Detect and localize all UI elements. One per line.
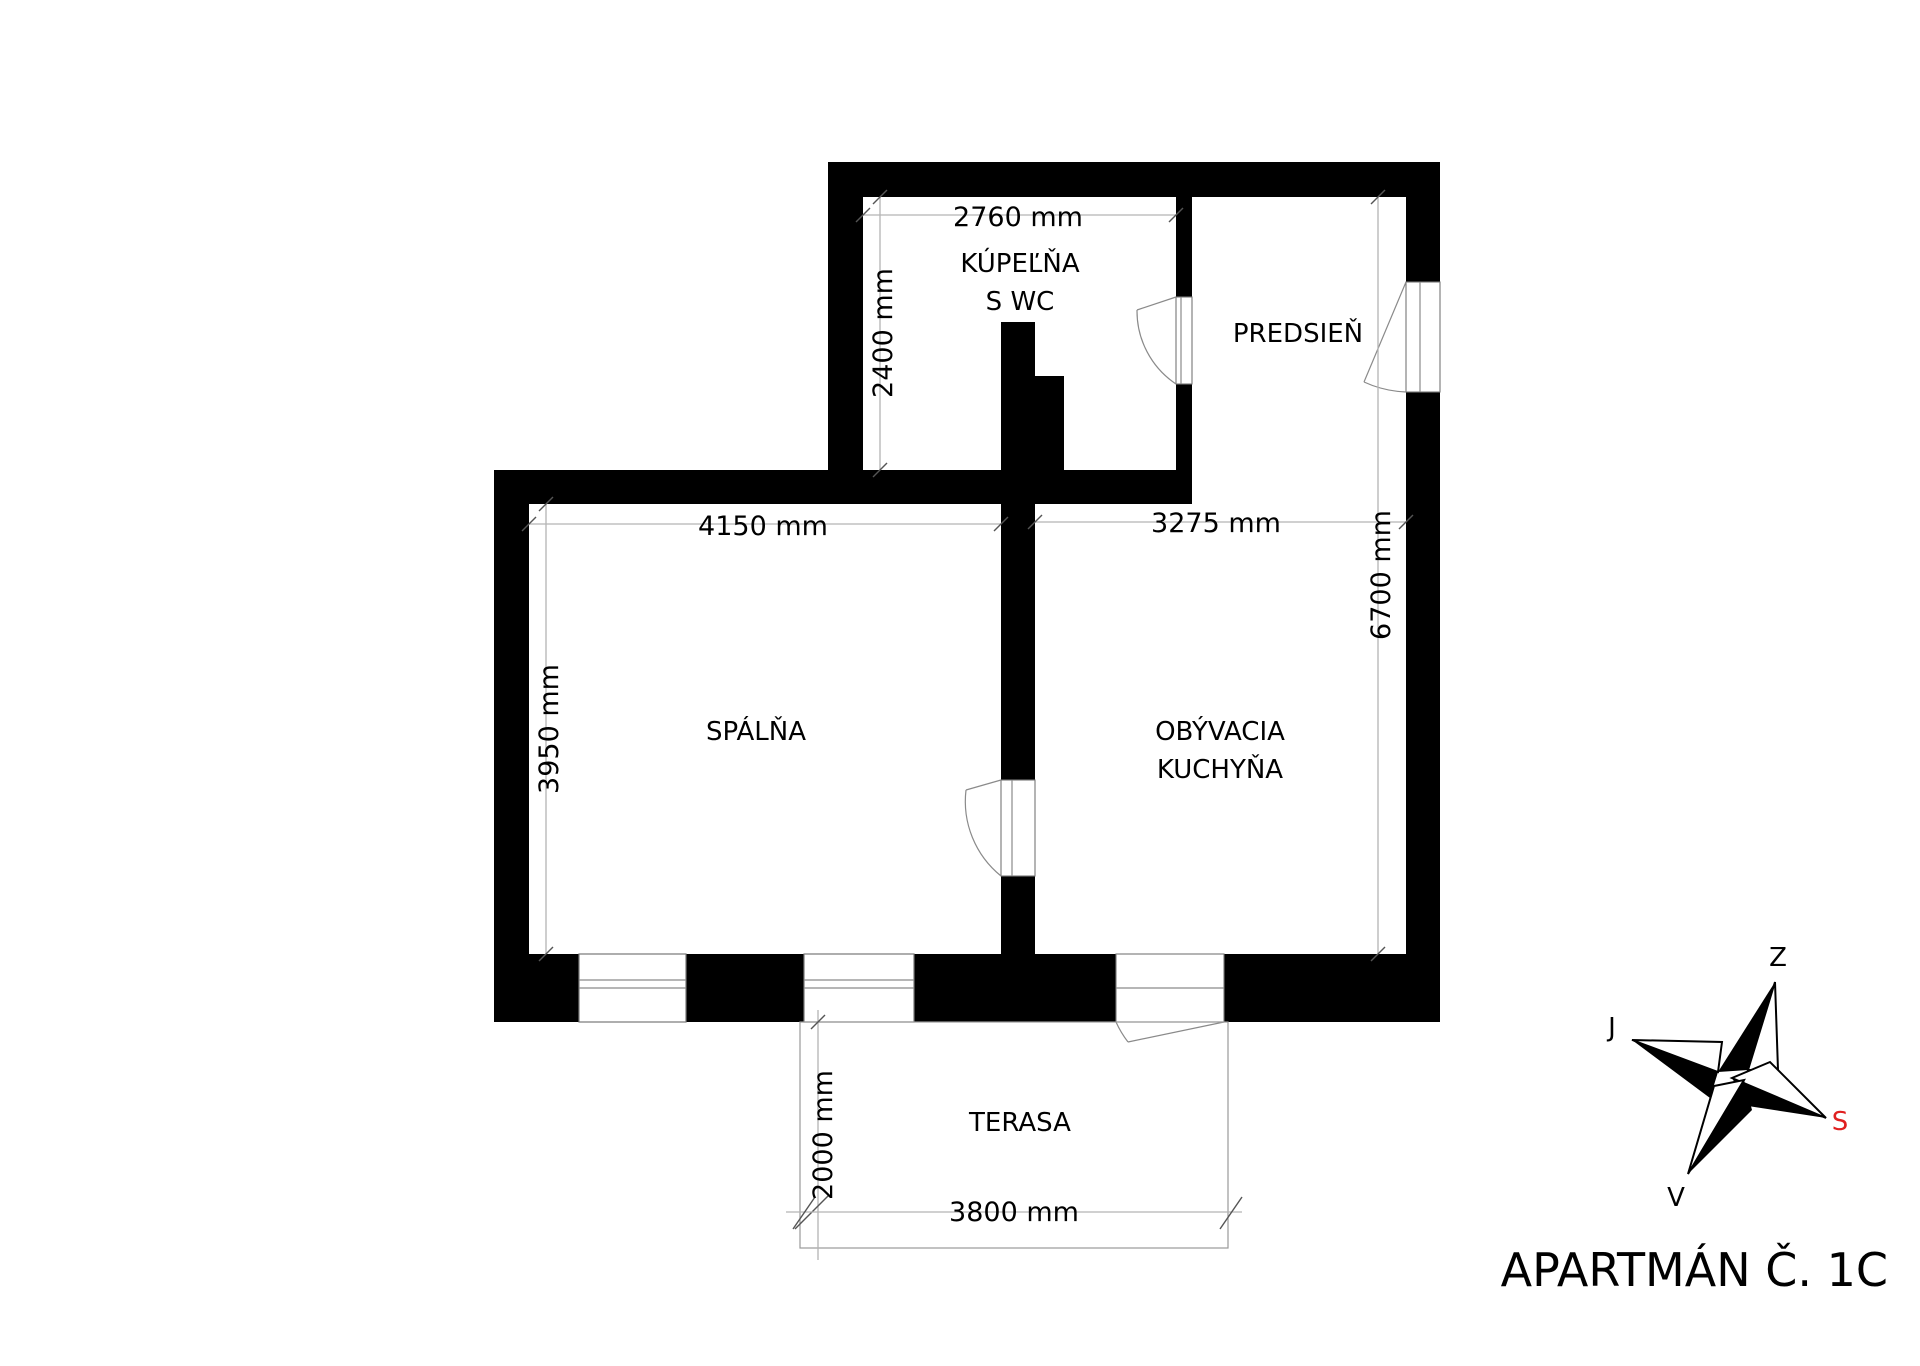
compass-rose — [1631, 981, 1827, 1175]
terrace-outline — [799, 1021, 1229, 1249]
doors — [964, 281, 1441, 1043]
wall-upper-top — [828, 162, 1440, 197]
dim-bathroom-width: 2760 mm — [953, 202, 1083, 233]
door-bathroom — [1136, 296, 1193, 385]
dim-living-height: 6700 mm — [1366, 510, 1397, 640]
room-label-bathroom-line1: KÚPEĽŇA — [960, 247, 1079, 279]
dim-bathroom-height: 2400 mm — [868, 268, 899, 398]
compass-label-z: Z — [1769, 943, 1787, 973]
wall-bedroom-living-bottom — [1001, 876, 1035, 956]
room-label-living-line1: OBÝVACIA — [1155, 715, 1285, 747]
compass-label-s: S — [1832, 1107, 1849, 1137]
wall-bath-hall-top — [1176, 197, 1192, 297]
dim-living-width: 3275 mm — [1151, 508, 1281, 539]
door-entrance — [1363, 281, 1441, 393]
dim-bedroom-height: 3950 mm — [534, 664, 565, 794]
room-label-bedroom: SPÁLŇA — [706, 715, 806, 747]
wall-upper-left — [828, 162, 863, 502]
dim-bedroom-width: 4150 mm — [698, 511, 828, 542]
compass-label-j: J — [1606, 1013, 1616, 1043]
dimension-lines — [521, 189, 1414, 1260]
wall-bottom-1 — [494, 954, 579, 1022]
compass-label-v: V — [1667, 1183, 1685, 1213]
wall-right-bottom — [1406, 392, 1440, 1022]
wall-middle-horizontal — [494, 470, 1192, 504]
wall-bath-hall-bottom — [1176, 384, 1192, 474]
wall-bottom-3 — [914, 954, 1116, 1022]
room-label-terrace: TERASA — [968, 1108, 1071, 1138]
wall-right-top — [1406, 162, 1440, 282]
walls — [494, 162, 1440, 1022]
dim-terrace-depth: 2000 mm — [808, 1070, 839, 1200]
window-bedroom — [578, 953, 687, 1023]
room-label-living-line2: KUCHYŇA — [1157, 753, 1283, 785]
room-label-hall: PREDSIEŇ — [1233, 317, 1363, 349]
wall-bottom-4 — [1224, 954, 1440, 1022]
door-bedroom — [964, 779, 1036, 877]
windows — [578, 953, 915, 1023]
compass-arm-z — [1718, 982, 1775, 1072]
door-terrace — [1115, 953, 1225, 1043]
apartment-title: APARTMÁN Č. 1C — [1501, 1242, 1888, 1297]
wall-bedroom-living-top — [1001, 470, 1035, 780]
dim-terrace-width: 3800 mm — [949, 1197, 1079, 1228]
bath-shaft-wide — [1001, 376, 1064, 474]
room-label-bathroom-line2: S WC — [986, 287, 1055, 317]
wall-lower-left — [494, 470, 529, 1022]
wall-bottom-2 — [686, 954, 804, 1022]
window-terrace — [803, 953, 915, 1023]
